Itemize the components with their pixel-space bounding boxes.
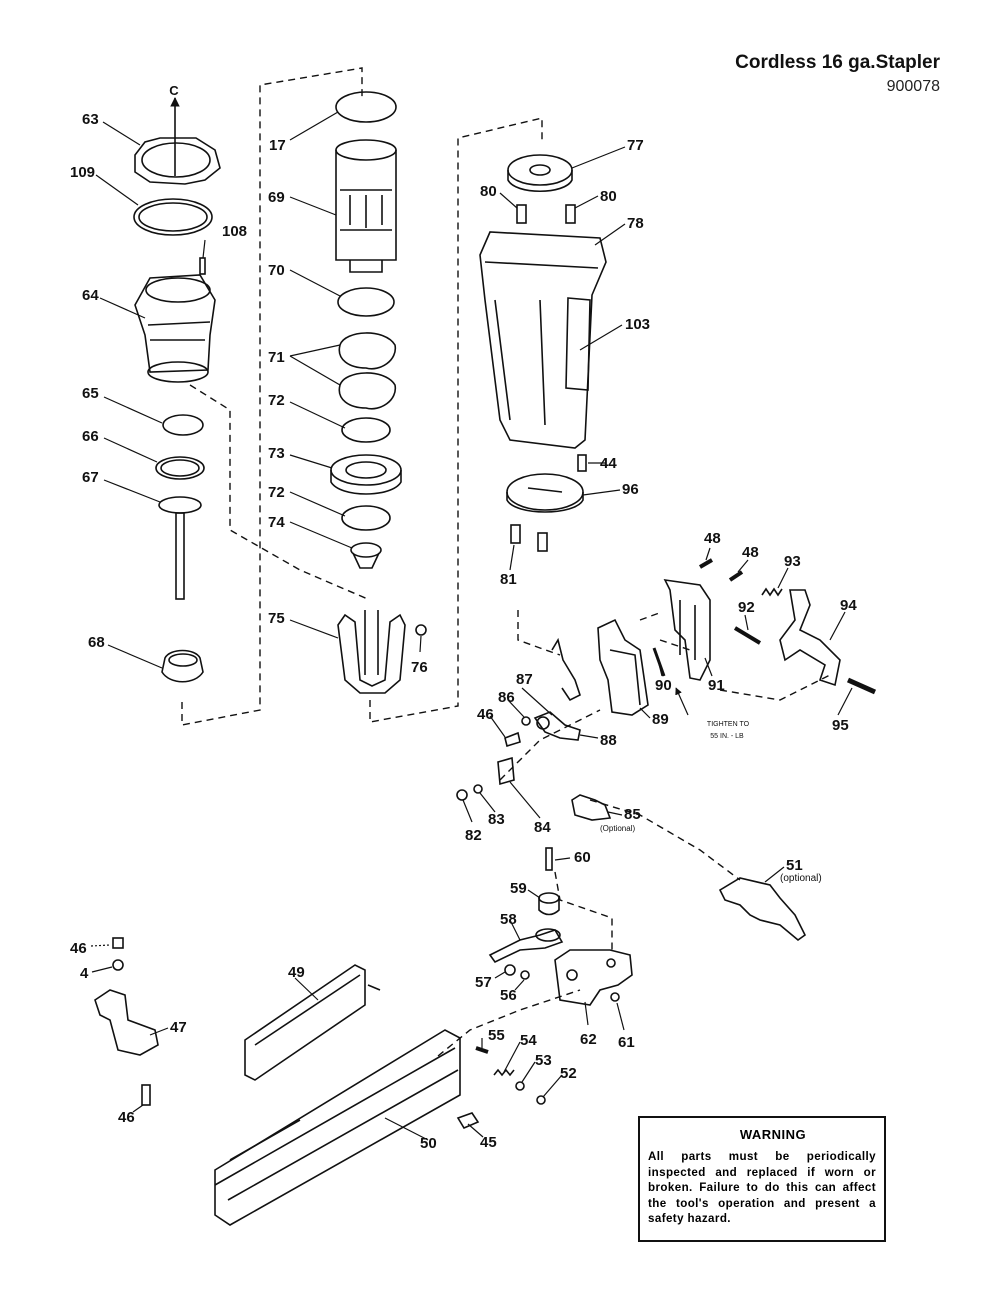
warning-heading: WARNING [640,1127,884,1142]
torque-note-line2: 55 IN. - LB [710,733,744,740]
part-label: 44 [600,455,617,472]
optional-note-85: (Optional) [600,824,635,833]
part-label: 48 [704,530,721,547]
part-label: 73 [268,445,285,462]
warning-box: WARNING All parts must be periodically i… [638,1116,886,1242]
part-62-block [554,949,633,1006]
part-label: 68 [88,634,105,651]
part-label: 72 [268,484,285,501]
part-label: 65 [82,385,99,402]
part-label: 57 [475,974,492,991]
part-label: 50 [420,1135,437,1152]
part-label: 48 [742,544,759,561]
part-label: 90 [655,677,672,694]
part-label: 93 [784,553,801,570]
part-label: 46 [118,1109,135,1126]
part-77-cap [507,154,573,193]
part-label: 45 [480,1134,497,1151]
part-labels: 63 109 108 64 65 66 67 68 17 69 70 71 72… [70,111,857,1152]
part-label: 96 [622,481,639,498]
part-50-magazine [214,1029,461,1226]
part-75-guide [337,610,406,694]
part-label: 71 [268,349,285,366]
part-label: 77 [627,137,644,154]
part-89-plate [597,618,649,716]
part-label: 46 [70,940,87,957]
part-label: 56 [500,987,517,1004]
part-label: 63 [82,111,99,128]
part-label: 81 [500,571,517,588]
part-label: 64 [82,287,99,304]
part-label: 46 [477,706,494,723]
part-label: 67 [82,469,99,486]
part-label: 52 [560,1065,577,1082]
part-label: 53 [535,1052,552,1069]
leader-lines [90,111,853,1141]
part-label: 62 [580,1031,597,1048]
part-label: 17 [269,137,286,154]
part-label: 103 [625,316,650,333]
part-label: 72 [268,392,285,409]
part-label: 59 [510,880,527,897]
part-label: 83 [488,811,505,828]
part-label: 92 [738,599,755,616]
part-69-cylinder [335,139,397,273]
part-label: 47 [170,1019,187,1036]
part-label: 88 [600,732,617,749]
warning-text: All parts must be periodically inspected… [648,1150,876,1225]
model-number: 900078 [886,78,940,95]
part-78-housing [479,231,607,449]
part-label: 76 [411,659,428,676]
part-label: 51 [786,857,803,874]
assembly-dash-lines [181,67,831,1057]
part-label: 55 [488,1027,505,1044]
part-label: 108 [222,223,247,240]
page-title: Cordless 16 ga.Stapler [735,52,940,73]
part-label: 49 [288,964,305,981]
part-label: 70 [268,262,285,279]
part-label: 58 [500,911,517,928]
part-label: 60 [574,849,591,866]
part-label: 84 [534,819,551,836]
part-label: 95 [832,717,849,734]
part-63-retainer [134,137,221,185]
part-49-channel [244,964,381,1081]
part-label: 54 [520,1032,537,1049]
part-label: 80 [600,188,617,205]
part-label: 87 [516,671,533,688]
torque-note-line1: TIGHTEN TO [707,721,750,728]
part-label: 85 [624,806,641,823]
part-91-bracket [663,578,711,681]
part-label: 82 [465,827,482,844]
warning-heading-text: WARNING [739,1127,807,1142]
part-label: 4 [80,965,89,982]
part-64-housing [134,274,216,383]
part-label: 86 [498,689,515,706]
part-label: 89 [652,711,669,728]
part-label: 66 [82,428,99,445]
part-label: 69 [268,189,285,206]
part-label: 94 [840,597,857,614]
part-label: 109 [70,164,95,181]
optional-note-51: (optional) [780,873,822,884]
part-label: 75 [268,610,285,627]
part-label: 91 [708,677,725,694]
part-label: 78 [627,215,644,232]
part-label: 74 [268,514,285,531]
axis-marker-label: C [169,83,179,98]
part-94-lever [779,589,841,687]
part-label: 61 [618,1034,635,1051]
part-label: 80 [480,183,497,200]
